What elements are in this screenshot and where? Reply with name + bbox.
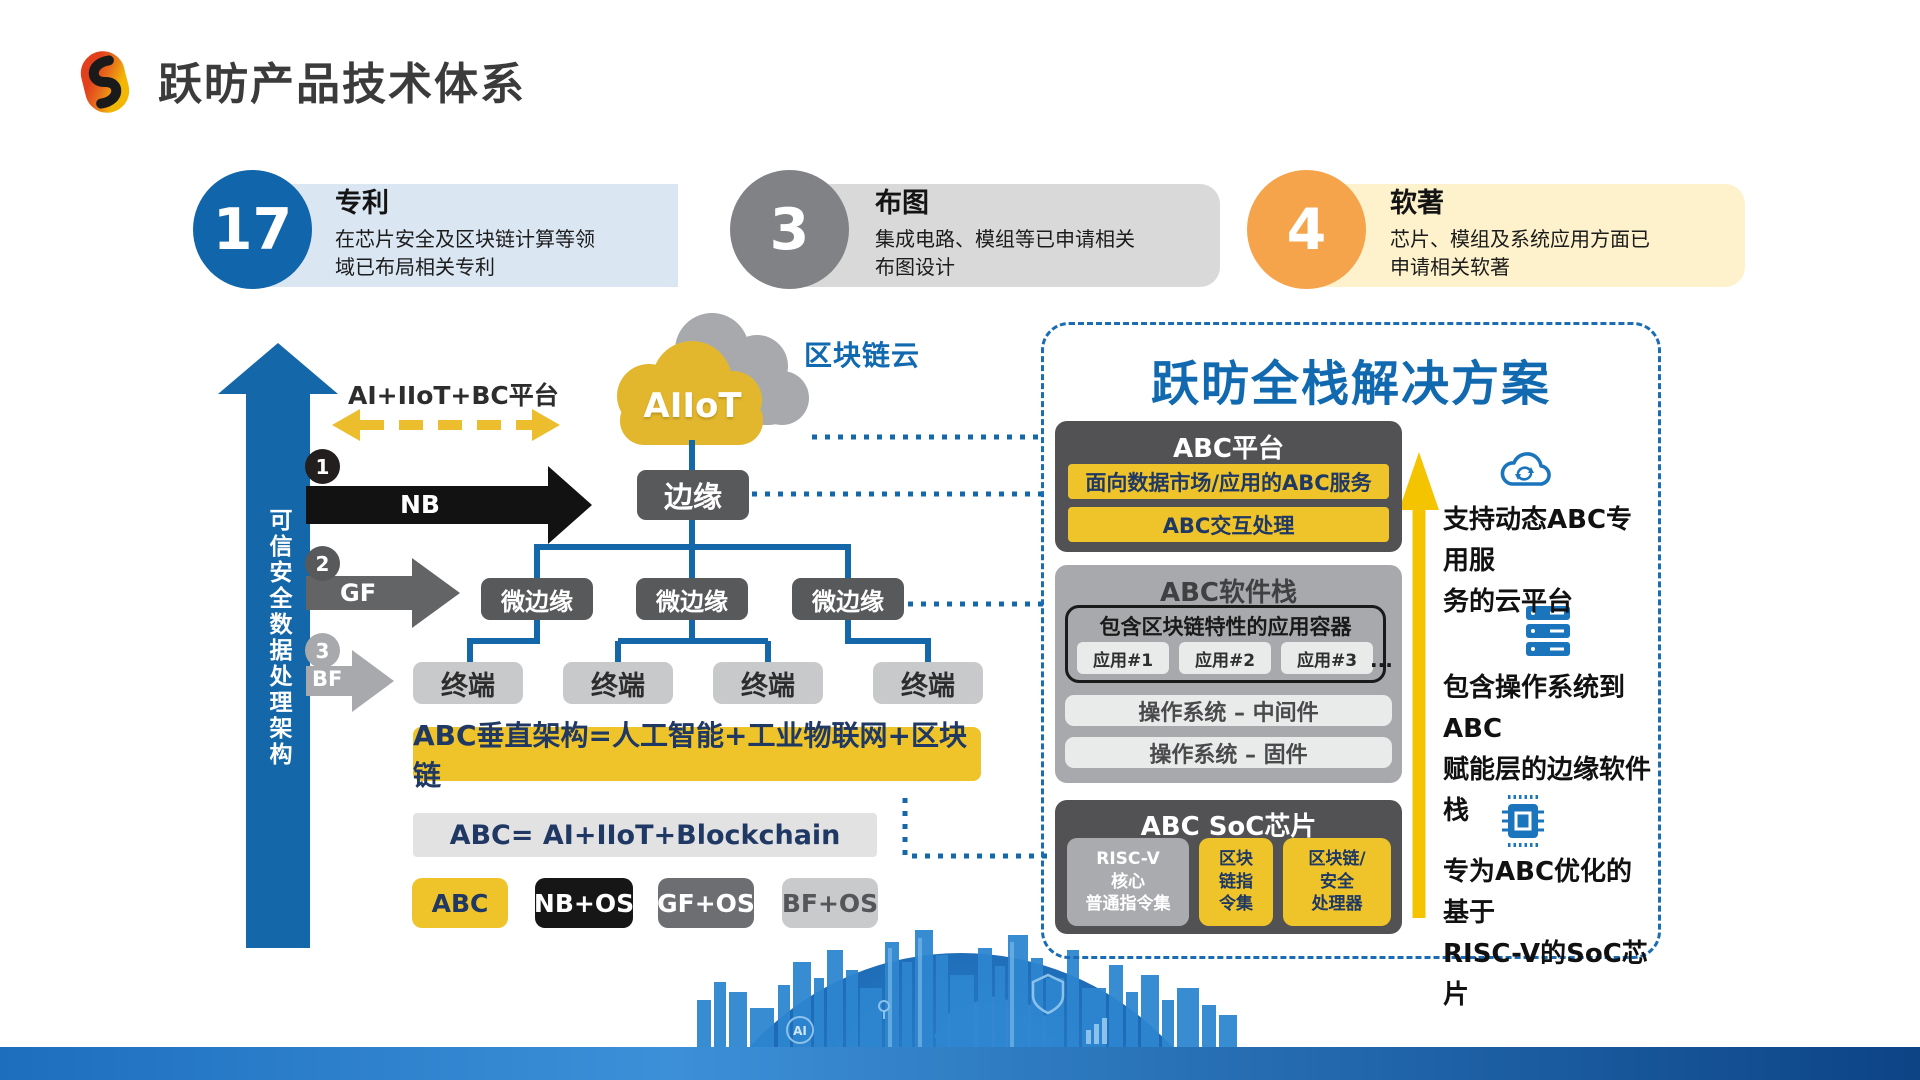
cloud-sync-icon xyxy=(1500,452,1551,486)
platform-label: AI+IIoT+BC平台 xyxy=(348,381,559,410)
solution-title: 跃昉全栈解决方案 xyxy=(1150,356,1551,412)
edge-node: 边缘 xyxy=(637,470,749,520)
os-middleware-bar: 操作系统 – 中间件 xyxy=(1065,695,1392,726)
blockchain-cloud-label: 区块链云 xyxy=(804,339,921,372)
stat-card-layouts xyxy=(790,184,1220,287)
app-ellipsis: ... xyxy=(1370,648,1393,672)
step-circle-3: 3 xyxy=(305,633,340,668)
note-edge-software: 包含操作系统到ABC 赋能层的边缘软件栈 xyxy=(1443,673,1652,826)
stat-desc: 在芯片安全及区块链计算等领 域已布局相关专利 xyxy=(335,226,595,279)
bottom-accent-bar xyxy=(0,1047,1920,1080)
riscv-core-chip: RISC-V 核心 普通指令集 xyxy=(1067,838,1189,926)
city-skyline-highlights xyxy=(888,938,1014,1055)
note-soc-chip: 专为ABC优化的基于 RISC-V的SoC芯片 xyxy=(1443,857,1648,1010)
nb-arrow xyxy=(306,466,592,544)
micro-edge-node-2: 微边缘 xyxy=(636,578,748,620)
os-firmware-bar: 操作系统 – 固件 xyxy=(1065,737,1392,768)
gf-arrow-label: GF xyxy=(340,579,377,607)
terminal-node-1: 终端 xyxy=(413,662,523,704)
stat-circle-layouts: 3 xyxy=(730,170,849,289)
bf-arrow xyxy=(306,650,394,712)
stat-desc: 集成电路、模组等已申请相关 布图设计 xyxy=(875,226,1135,279)
terminal-node-3: 终端 xyxy=(713,662,823,704)
trusted-axis-label: 可信安全数据处理架构 xyxy=(265,508,291,768)
app-chip-3: 应用#3 xyxy=(1281,642,1373,674)
stat-card-software xyxy=(1300,184,1745,287)
platform-dashed-arrow xyxy=(332,409,560,441)
abc-platform-title: ABC平台 xyxy=(1172,434,1285,464)
stat-circle-software: 4 xyxy=(1247,170,1366,289)
stat-card-patents xyxy=(252,184,678,287)
app-chip-1: 应用#1 xyxy=(1077,642,1169,674)
chip-icon xyxy=(1502,795,1544,847)
shield-icon xyxy=(1031,973,1065,1015)
terminal-node-4: 终端 xyxy=(873,662,983,704)
app-container-title: 包含区块链特性的应用容器 xyxy=(1099,615,1352,639)
stat-title: 专利 xyxy=(335,188,389,219)
dotted-connectors xyxy=(752,434,1050,859)
blockchain-security-chip: 区块链/ 安全 处理器 xyxy=(1283,838,1391,926)
stat-text-software: 软著 芯片、模组及系统应用方面已 申请相关软著 xyxy=(1390,189,1650,281)
abc-vertical-architecture-bar: ABC垂直架构=人工智能+工业物联网+区块链 xyxy=(413,719,981,792)
abc-soc-box: ABC SoC芯片 RISC-V 核心 普通指令集 区块 链指 令集 区块链/ … xyxy=(1055,800,1402,934)
location-pin-icon xyxy=(878,1000,890,1019)
server-icon xyxy=(1526,606,1570,656)
solution-up-arrow xyxy=(1399,452,1439,918)
bar-chart-icon xyxy=(1086,1018,1107,1044)
abc-stack-title: ABC软件栈 xyxy=(1159,578,1298,608)
tree-lines xyxy=(467,440,931,662)
micro-edge-node-3: 微边缘 xyxy=(792,578,904,620)
terminal-node-2: 终端 xyxy=(563,662,673,704)
micro-edge-node-1: 微边缘 xyxy=(481,578,593,620)
aiiot-cloud-label: AIIoT xyxy=(643,386,742,426)
stat-desc: 芯片、模组及系统应用方面已 申请相关软著 xyxy=(1390,226,1650,279)
note-cloud-platform: 支持动态ABC专用服 务的云平台 xyxy=(1443,505,1633,617)
abc-interaction-bar: ABC交互处理 xyxy=(1068,507,1389,542)
page-title: 跃昉产品技术体系 xyxy=(158,59,526,110)
chip-nb-os: NB+OS xyxy=(534,878,634,928)
blockchain-isa-chip: 区块 链指 令集 xyxy=(1199,838,1273,926)
aiiot-cloud-shape xyxy=(617,341,763,445)
chip-abc: ABC xyxy=(412,878,508,928)
bf-arrow-label: BF xyxy=(312,667,343,691)
chip-gf-os: GF+OS xyxy=(657,878,755,928)
stat-title: 布图 xyxy=(875,188,929,219)
step-circle-2: 2 xyxy=(305,546,340,581)
stat-text-layouts: 布图 集成电路、模组等已申请相关 布图设计 xyxy=(875,189,1135,281)
nb-arrow-label: NB xyxy=(400,490,440,519)
abc-platform-box: ABC平台 面向数据市场/应用的ABC服务 ABC交互处理 xyxy=(1055,421,1402,552)
abc-service-bar: 面向数据市场/应用的ABC服务 xyxy=(1068,464,1389,499)
svg-text:AI: AI xyxy=(793,1024,807,1038)
stat-text-patents: 专利 在芯片安全及区块链计算等领 域已布局相关专利 xyxy=(335,189,595,281)
app-container-box: 包含区块链特性的应用容器 应用#1 应用#2 应用#3 ... xyxy=(1065,605,1393,683)
gf-arrow xyxy=(306,558,460,628)
abc-software-stack-box: ABC软件栈 包含区块链特性的应用容器 应用#1 应用#2 应用#3 ... 操… xyxy=(1055,565,1402,783)
stat-circle-patents: 17 xyxy=(193,170,312,289)
ai-icon: AI xyxy=(786,1016,814,1044)
stat-title: 软著 xyxy=(1390,188,1444,219)
step-circle-1: 1 xyxy=(305,449,340,484)
company-logo-icon xyxy=(80,51,130,113)
abc-soc-title: ABC SoC芯片 xyxy=(1140,812,1317,842)
chip-bf-os: BF+OS xyxy=(782,878,878,928)
solution-panel xyxy=(1041,322,1661,959)
abc-formula-bar: ABC= AI+IIoT+Blockchain xyxy=(413,813,877,857)
app-chip-2: 应用#2 xyxy=(1179,642,1271,674)
